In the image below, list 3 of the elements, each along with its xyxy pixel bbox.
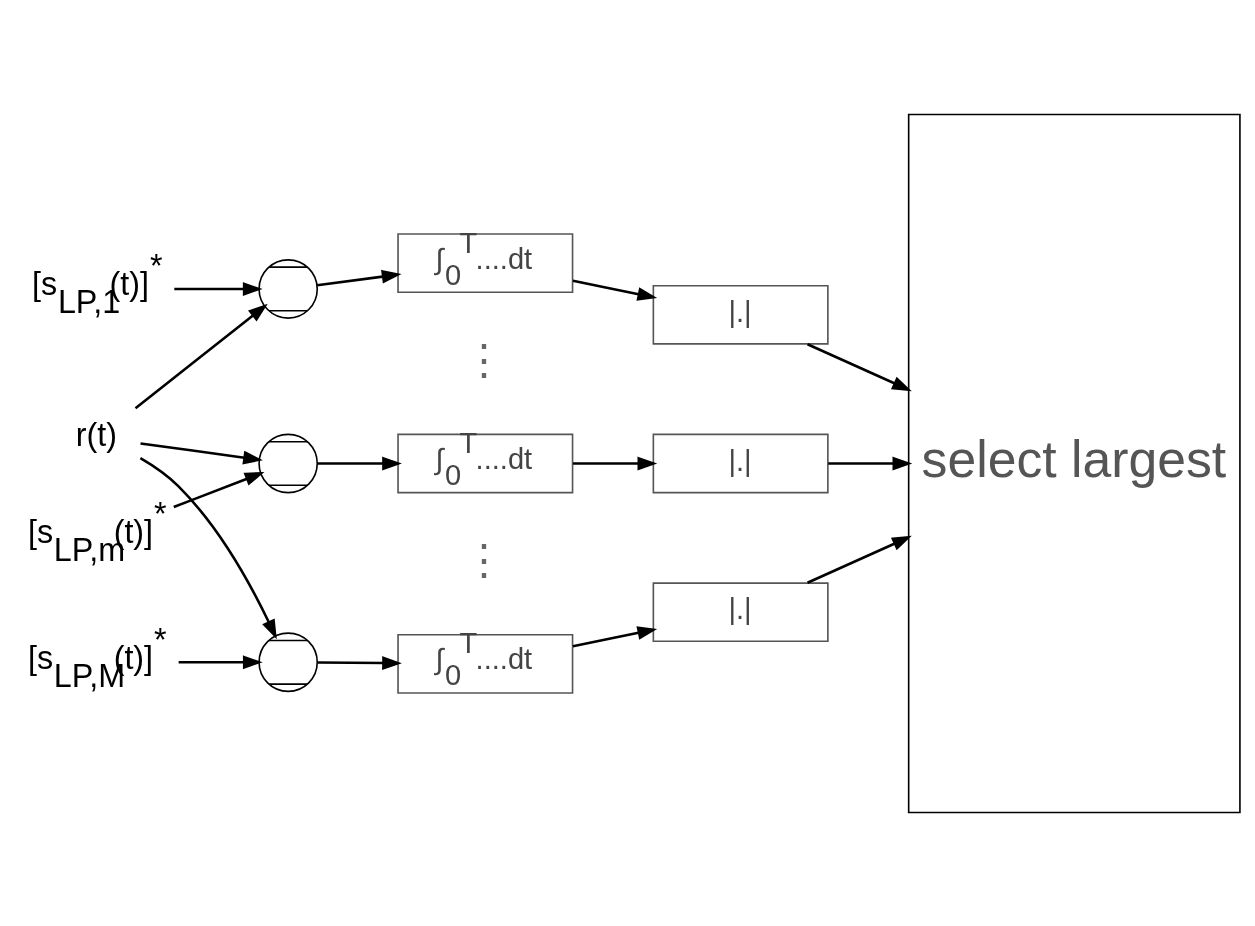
label: ⋮: [463, 535, 506, 583]
label: ⋮: [463, 334, 506, 382]
node-text: r(t): [75, 416, 117, 453]
